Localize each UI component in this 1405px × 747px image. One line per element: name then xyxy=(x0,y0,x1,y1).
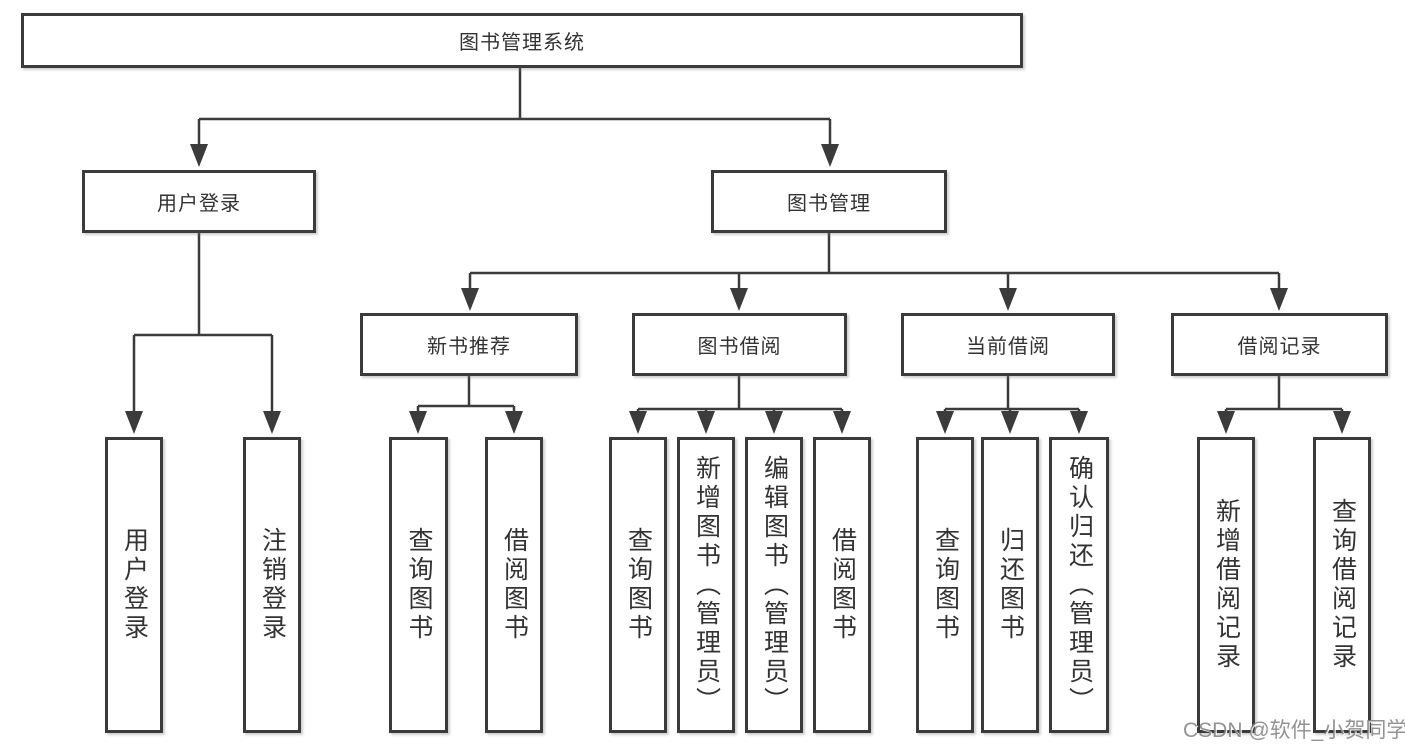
node-user-login-group: 用户登录 xyxy=(82,170,316,233)
arrow-down-icon xyxy=(821,144,839,167)
leaf-query-borrow-record: 查询借阅记录 xyxy=(1313,437,1371,733)
leaf-borrow-books: 借阅图书 xyxy=(485,437,543,733)
connector-new-book-branch xyxy=(416,376,516,413)
arrow-down-icon xyxy=(1333,411,1351,434)
leaf-logout: 注销登录 xyxy=(243,437,301,733)
connector-current-borrowing-branch xyxy=(943,376,1081,413)
node-label: 图书借阅 xyxy=(697,336,782,358)
leaf-label: 用户登录 xyxy=(120,527,149,643)
node-borrowing-records: 借阅记录 xyxy=(1171,313,1388,376)
arrow-down-icon xyxy=(730,288,748,311)
leaf-label: 查询图书 xyxy=(405,527,433,643)
leaf-return-book: 归还图书 xyxy=(981,437,1039,733)
arrow-down-icon xyxy=(629,411,647,434)
arrow-down-icon xyxy=(1270,288,1288,311)
arrow-down-icon xyxy=(833,411,851,434)
leaf-label: 借阅图书 xyxy=(500,527,529,643)
connector-user-login-branch xyxy=(132,233,274,413)
leaf-user-login: 用户登录 xyxy=(105,437,163,733)
node-book-management: 图书管理 xyxy=(711,170,947,233)
leaf-label: 新增图书（管理员） xyxy=(692,454,721,716)
leaf-add-book-admin: 新增图书（管理员） xyxy=(677,437,735,733)
leaf-borrow-books: 借阅图书 xyxy=(813,437,871,733)
arrow-down-icon xyxy=(263,411,281,434)
leaf-label: 查询图书 xyxy=(624,527,653,643)
node-label: 新书推荐 xyxy=(427,336,511,358)
arrow-down-icon xyxy=(461,288,479,311)
arrow-down-icon xyxy=(125,411,143,434)
node-label: 用户登录 xyxy=(157,193,241,215)
connector-borrowing-records-branch xyxy=(1224,376,1344,413)
leaf-label: 查询图书 xyxy=(931,527,960,643)
arrow-down-icon xyxy=(1217,411,1235,434)
node-book-borrowing: 图书借阅 xyxy=(632,313,847,376)
arrow-down-icon xyxy=(1001,411,1019,434)
leaf-label: 注销登录 xyxy=(258,527,287,643)
watermark: CSDN @软件_小贺同学 xyxy=(1183,719,1405,742)
leaf-label: 归还图书 xyxy=(996,527,1025,643)
arrow-down-icon xyxy=(190,144,208,167)
node-label: 图书管理 xyxy=(787,193,871,215)
connector-root-to-level2 xyxy=(197,68,832,146)
leaf-query-books: 查询图书 xyxy=(609,437,667,733)
node-current-borrowing: 当前借阅 xyxy=(901,313,1115,376)
arrow-down-icon xyxy=(409,411,427,434)
node-root-system: 图书管理系统 xyxy=(21,13,1023,68)
connector-book-management-branch xyxy=(468,233,1281,290)
arrow-down-icon xyxy=(999,288,1017,311)
node-new-book-recommend: 新书推荐 xyxy=(360,313,578,376)
node-label: 借阅记录 xyxy=(1237,336,1322,358)
arrow-down-icon xyxy=(936,411,954,434)
arrow-down-icon xyxy=(505,411,523,434)
leaf-query-books: 查询图书 xyxy=(916,437,974,733)
node-label: 图书管理系统 xyxy=(459,32,585,54)
leaf-label: 确认归还（管理员） xyxy=(1065,454,1094,716)
leaf-query-books: 查询图书 xyxy=(389,437,448,733)
arrow-down-icon xyxy=(697,411,715,434)
leaf-label: 新增借阅记录 xyxy=(1212,498,1241,672)
leaf-edit-book-admin: 编辑图书（管理员） xyxy=(745,437,803,733)
arrow-down-icon xyxy=(765,411,783,434)
connector-book-borrowing-branch xyxy=(636,376,844,413)
node-label: 当前借阅 xyxy=(966,336,1050,358)
leaf-label: 查询借阅记录 xyxy=(1328,498,1357,672)
leaf-label: 借阅图书 xyxy=(828,527,857,643)
arrowheads xyxy=(125,144,1351,434)
leaf-add-borrow-record: 新增借阅记录 xyxy=(1197,437,1255,733)
leaf-confirm-return-admin: 确认归还（管理员） xyxy=(1049,437,1109,733)
leaf-label: 编辑图书（管理员） xyxy=(760,454,789,716)
arrow-down-icon xyxy=(1070,411,1088,434)
